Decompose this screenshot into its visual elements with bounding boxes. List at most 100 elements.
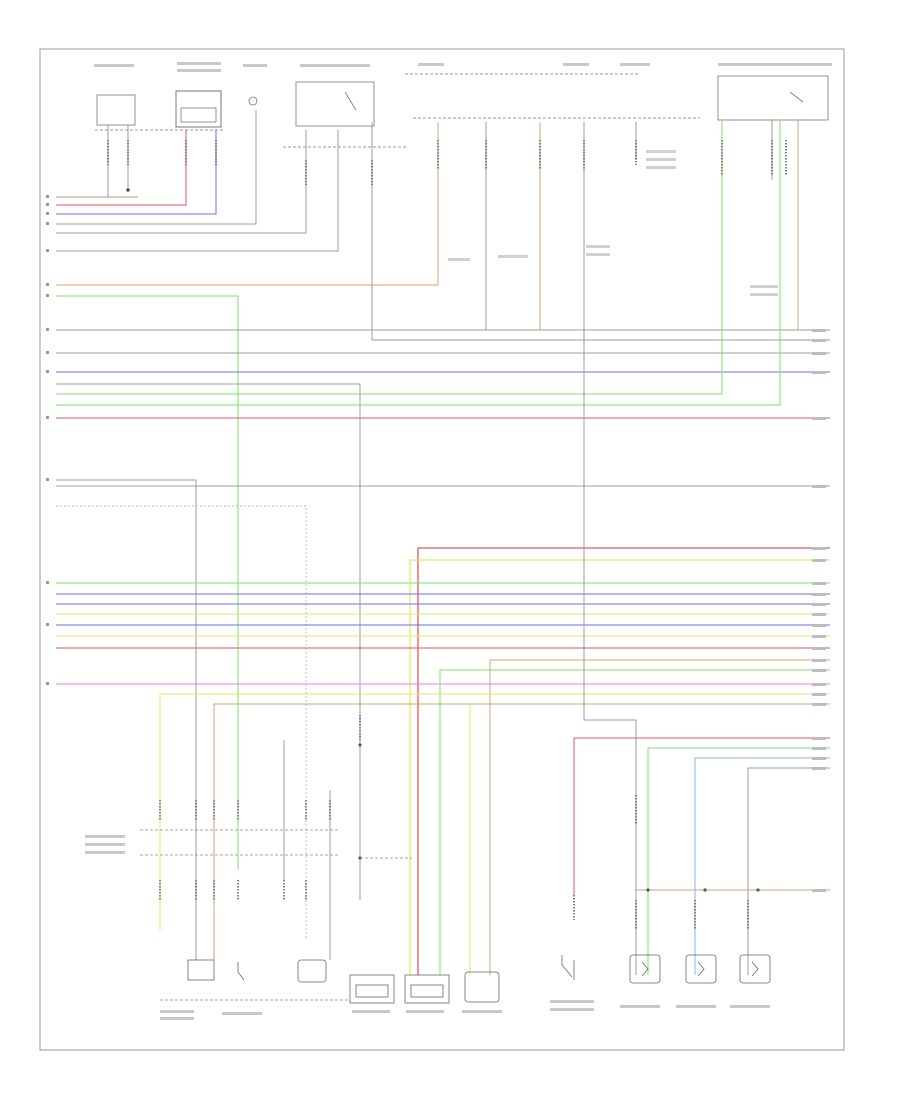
bottom-label-3 [222,1012,262,1015]
pin-tick-1 [46,195,49,198]
right-label-18 [812,683,826,686]
pin-tick-3 [46,212,49,215]
right-label-24 [812,767,826,770]
bottom-labels [85,835,770,1020]
wire-h-4 [56,110,257,225]
lamp-filament-3 [751,961,759,977]
right-label-21 [812,737,826,740]
splice-4 [646,888,650,892]
right-label-10 [812,593,826,596]
label-block-4 [243,64,267,67]
wire-h-6 [56,130,339,252]
switch-box-top-right [717,75,829,121]
right-label-2 [812,339,826,342]
wire-h-19 [56,505,307,940]
wire-h-17 [56,479,197,960]
right-label-9 [812,582,826,585]
pin-tick-6 [46,283,49,286]
wire-h-36 [694,757,830,975]
label-block-14 [586,253,610,256]
lower-dashed-groups [140,829,412,1001]
component-box-2-inner [180,107,217,123]
right-label-6 [812,485,826,488]
pin-tick-5 [46,249,49,252]
left-mid-label-2 [85,843,125,846]
bottom-label-8 [550,1008,594,1011]
label-block-10 [646,150,676,153]
right-label-23 [812,757,826,760]
label-block-15 [498,255,528,258]
pin-tick-7 [46,294,49,297]
right-label-15 [812,647,826,650]
label-block-9 [718,63,832,66]
component-sensor-1 [297,959,327,983]
bottom-label-9 [620,1005,660,1008]
pin-tick-10 [46,370,49,373]
bottom-label-1 [160,1010,194,1013]
wire-h-7 [56,122,439,286]
lamp-box-2 [685,954,717,984]
right-label-16 [812,659,826,662]
right-label-17 [812,669,826,672]
left-pin-ticks [46,195,49,685]
wire-h-15 [56,120,781,406]
right-label-14 [812,635,826,638]
label-block-12 [646,166,676,169]
right-label-5 [812,417,826,420]
module-box-1 [349,974,395,1004]
module-box-1-inner [355,984,389,998]
wire-h-2 [56,130,187,206]
splice-6 [756,888,760,892]
diagram-frame [39,48,845,1051]
pin-tick-12 [46,478,49,481]
pin-tick-13 [46,581,49,584]
label-block-3 [177,69,221,72]
wire-h-21 [409,559,830,975]
top-components [95,73,829,148]
right-label-1 [812,329,826,332]
wire-h-14 [56,120,723,395]
label-block-6 [418,63,444,66]
bottom-label-6 [462,1010,502,1013]
sensor-symbol-top [248,96,258,106]
lamp-box-3 [739,954,771,984]
bottom-label-5 [406,1010,444,1013]
top-labels [94,62,832,296]
right-wire-labels [812,329,826,892]
bottom-label-2 [160,1017,194,1020]
right-label-19 [812,693,826,696]
pin-tick-11 [46,416,49,419]
wire-h-29 [489,659,830,975]
wire-h-34 [573,737,830,895]
right-label-4 [812,371,826,374]
right-label-12 [812,613,826,616]
wire-v-6 [583,122,637,975]
wire-h-35 [647,747,830,975]
switch-symbol-2 [561,955,575,980]
lamp-filament-1 [641,961,649,977]
switch-contact [789,91,804,103]
splice-5 [703,888,707,892]
right-label-3 [812,352,826,355]
component-box-2 [175,90,222,128]
label-block-17 [750,285,778,288]
switch-symbol-1 [237,962,245,981]
wire-h-3 [56,130,217,215]
bottom-label-10 [676,1005,716,1008]
bottom-components [187,954,771,1004]
label-block-18 [750,293,778,296]
relay-box-top [295,81,375,127]
wire-h-37 [747,767,830,975]
right-label-20 [812,703,826,706]
label-block-2 [177,62,221,65]
splice-1 [126,188,130,192]
wire-h-30 [439,669,830,975]
pin-tick-9 [46,351,49,354]
bottom-label-11 [730,1005,770,1008]
wire-h-13 [56,383,361,900]
component-sensor-2 [464,971,500,1003]
right-label-25 [812,889,826,892]
label-block-13 [586,245,610,248]
